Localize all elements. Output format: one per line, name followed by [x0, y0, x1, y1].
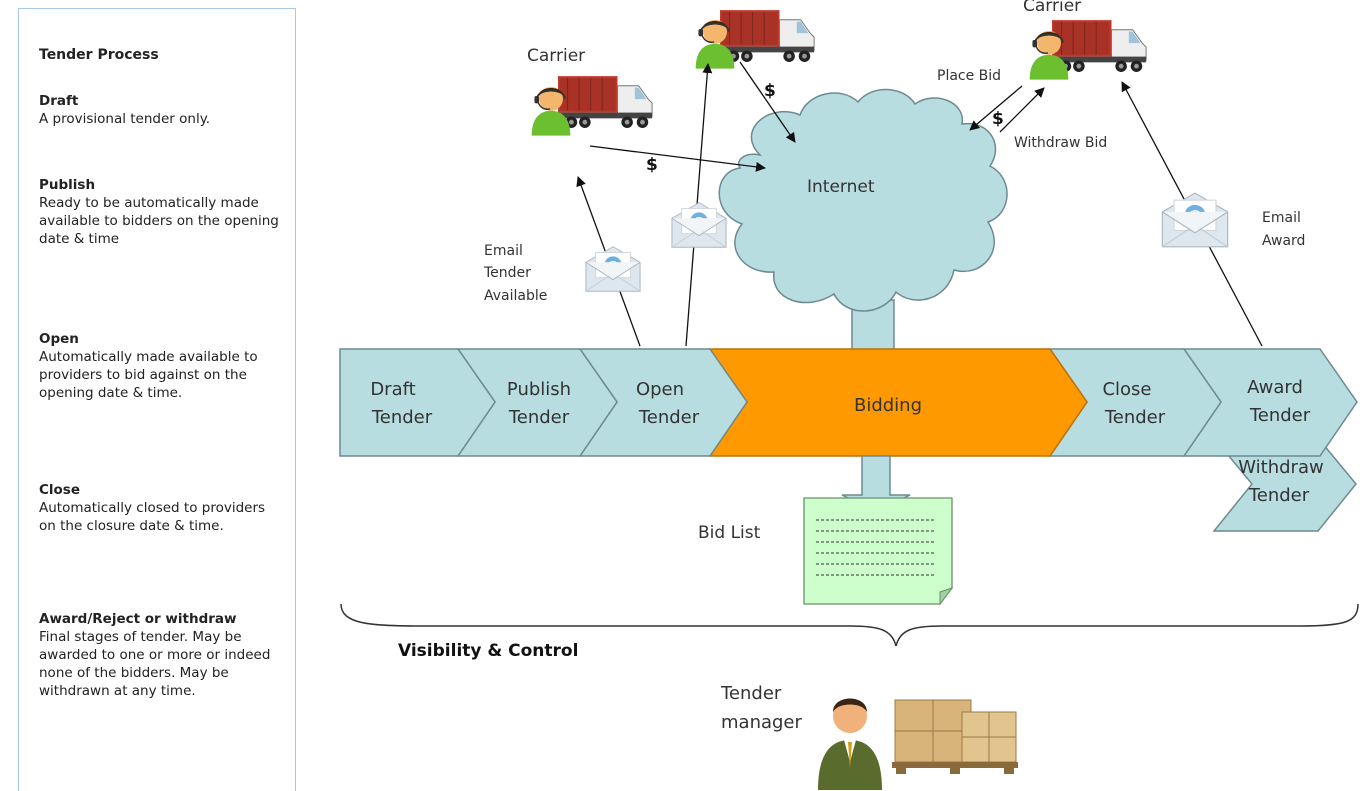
email-envelope-icon: [1161, 192, 1229, 248]
section-body: A provisional tender only.: [39, 111, 211, 127]
email-envelope-icon: [671, 202, 727, 248]
email-envelope-icon: [585, 246, 641, 292]
bid-list-label: Bid List: [698, 523, 761, 543]
tender-process-panel: Tender Process Draft A provisional tende…: [18, 8, 296, 791]
withdraw-bid-label: Withdraw Bid: [1014, 135, 1107, 151]
stage-label: Award: [1247, 377, 1303, 398]
dollar-sign: $: [764, 81, 776, 101]
stage-label: Tender: [1104, 407, 1166, 428]
place-bid-arrow: [969, 85, 1023, 131]
section-close: Close Automatically closed to providers …: [39, 481, 279, 535]
section-heading: Publish: [39, 177, 96, 193]
section-heading: Open: [39, 331, 79, 347]
carrier-truck-icon: [1028, 19, 1147, 80]
stage-draft-tender: [339, 348, 496, 457]
visibility-brace: [340, 603, 1359, 647]
stage-label: Close: [1102, 379, 1151, 400]
section-body: Automatically closed to providers on the…: [39, 500, 266, 534]
carrier-label: Carrier: [1023, 0, 1081, 16]
section-heading: Award/Reject or withdraw: [39, 611, 237, 627]
section-publish: Publish Ready to be automatically made a…: [39, 176, 279, 248]
section-draft: Draft A provisional tender only.: [39, 92, 279, 128]
stage-label: Bidding: [854, 395, 922, 416]
section-award: Award/Reject or withdraw Final stages of…: [39, 610, 279, 700]
pallet-boxes-icon: [892, 699, 1018, 774]
email-award-label: Email Award: [1262, 210, 1305, 249]
tender-process-diagram: @ Carrier Carrier Internet $ $ $ Place B…: [339, 0, 1359, 790]
section-body: Automatically made available to provider…: [39, 349, 258, 401]
section-open: Open Automatically made available to pro…: [39, 330, 279, 402]
section-body: Ready to be automatically made available…: [39, 195, 279, 247]
carrier-label: Carrier: [527, 46, 585, 66]
panel-title: Tender Process: [39, 47, 159, 63]
dollar-sign: $: [646, 155, 658, 175]
bid-arrow: [739, 61, 796, 143]
section-heading: Close: [39, 482, 81, 498]
stage-label: Publish: [507, 379, 571, 400]
stage-label: Open: [636, 379, 684, 400]
dollar-sign: $: [992, 109, 1004, 129]
stage-label: Tender: [1249, 405, 1311, 426]
stage-label: Tender: [508, 407, 570, 428]
stage-label: Tender: [1248, 485, 1310, 506]
email-tender-label: Email Tender Available: [483, 243, 547, 304]
stage-label: Tender: [371, 407, 433, 428]
tender-manager-label: Tender manager: [720, 683, 803, 733]
internet-label: Internet: [807, 177, 875, 197]
visibility-control-label: Visibility & Control: [398, 641, 578, 661]
carrier-truck-icon: [530, 75, 653, 136]
section-body: Final stages of tender. May be awarded t…: [39, 629, 271, 699]
stage-label: Draft: [370, 379, 415, 400]
internet-cloud: [718, 88, 1008, 312]
section-heading: Draft: [39, 93, 79, 109]
stage-label: Withdraw: [1238, 457, 1323, 478]
bid-list-document: [803, 497, 954, 606]
place-bid-label: Place Bid: [937, 68, 1001, 84]
withdraw-bid-arrow: [999, 87, 1045, 133]
carrier-truck-icon: [694, 9, 815, 69]
bid-arrow: [589, 145, 766, 172]
tender-manager-icon: [818, 698, 882, 790]
stage-label: Tender: [638, 407, 700, 428]
